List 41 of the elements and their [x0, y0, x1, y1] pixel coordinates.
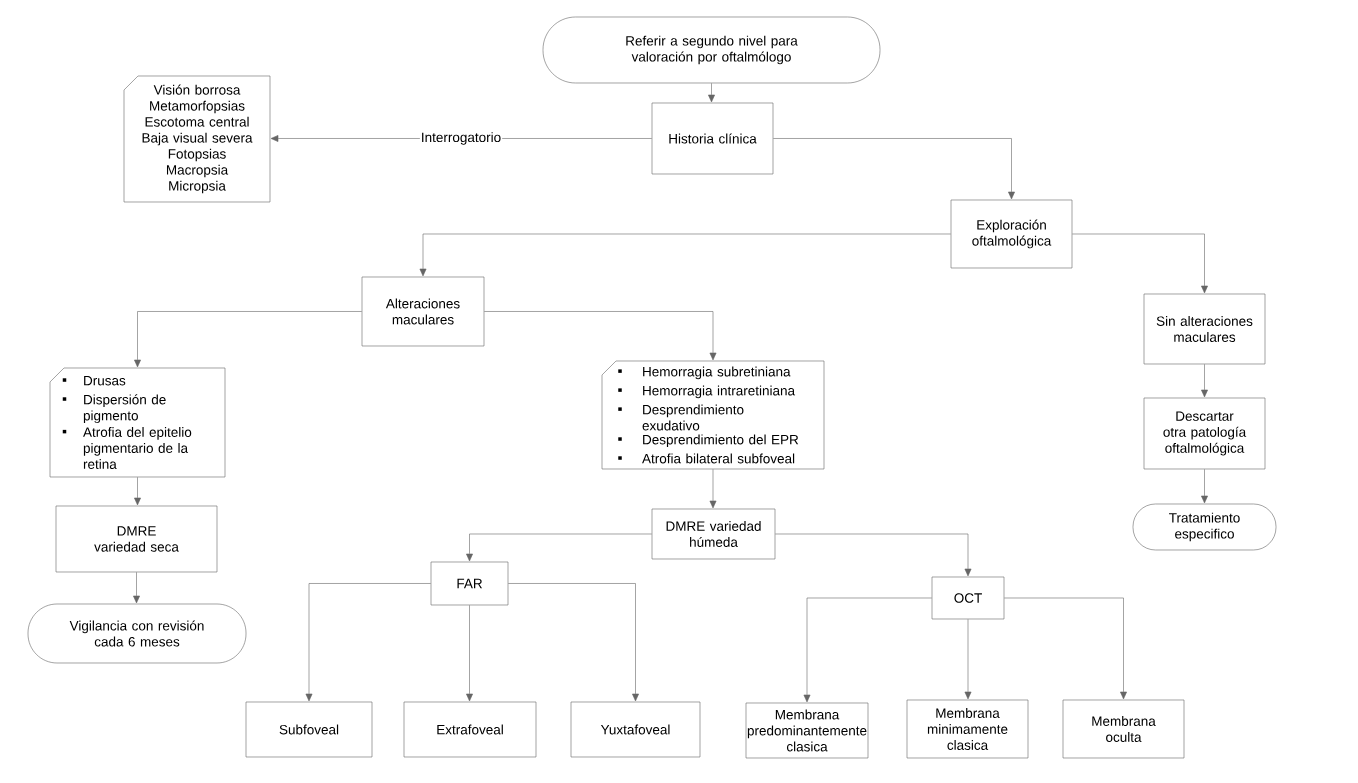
process-box: Descartar otra patología oftalmológica [1143, 397, 1266, 470]
arrow [466, 533, 652, 562]
process-box: Subfoveal [245, 701, 373, 758]
terminal-box: Vigilancia con revisión cada 6 meses [27, 603, 247, 664]
process-box: Historia clínica [651, 102, 774, 175]
arrow [803, 597, 932, 703]
process-box: Membrana predominantemente clasica [745, 702, 869, 759]
process-box: Yuxtafoveal [570, 701, 701, 758]
terminal-box: Tratamiento especifico [1132, 503, 1277, 551]
arrow [775, 533, 972, 577]
arrow [773, 138, 1015, 200]
arrow [708, 83, 715, 103]
arrow [466, 605, 473, 702]
process-box: Alteraciones maculares [361, 276, 485, 347]
arrow [964, 619, 972, 700]
process-box: Sin alteraciones maculares [1143, 293, 1266, 365]
process-box: Extrafoveal [403, 701, 537, 758]
note-box: Visión borrosa Metamorfopsias Escotoma central Baja visual severa Fotopsias Macropsia Micropsia [123, 75, 271, 203]
arrow [1072, 233, 1208, 294]
note-box: Drusas Dispersión de pigmento Atrofia del epitelio pigmentario de la retina [49, 367, 226, 478]
note-box: Hemorragia subretiniana Hemorragia intraretiniana Desprendimiento exudativo Desprendimiento del EPR Atrofia bilateral subfoveal [601, 360, 825, 470]
arrow [419, 233, 951, 277]
process-box: Membrana minimamente clasica [906, 699, 1029, 759]
arrow [484, 311, 717, 361]
arrow [1201, 469, 1208, 504]
process-box: OCT [931, 576, 1005, 620]
arrow [134, 477, 141, 506]
process-box: Membrana oculta [1062, 699, 1185, 759]
arrow [709, 469, 717, 509]
arrow [133, 572, 140, 604]
arrow [305, 583, 431, 702]
arrow [134, 311, 362, 368]
process-box: FAR [430, 561, 509, 606]
arrow [1004, 597, 1127, 700]
edge-label: Interrogatorio [419, 131, 503, 146]
process-box: Exploración oftalmológica [950, 199, 1073, 269]
arrow [508, 583, 639, 702]
arrow [1201, 364, 1208, 398]
process-box: DMRE variedad seca [55, 505, 218, 573]
process-box: DMRE variedad húmeda [651, 508, 776, 560]
terminal-box: Referir a segundo nivel para valoración por oftalmólogo [542, 16, 881, 84]
